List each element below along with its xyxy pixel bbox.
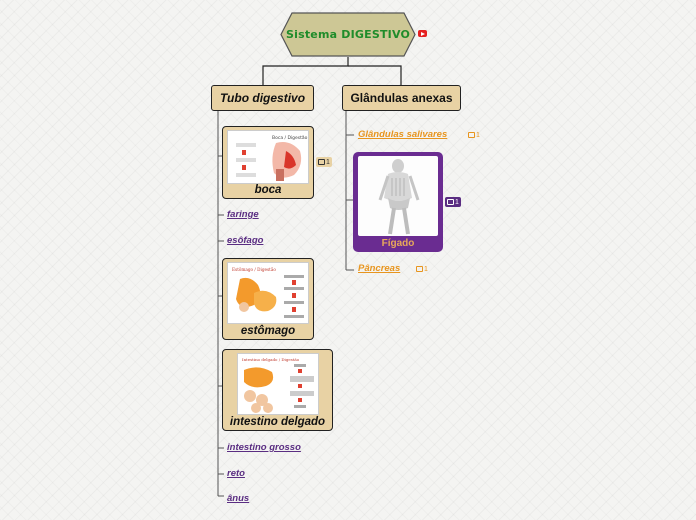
leaf-glandulas-salivares[interactable]: Glândulas salivares [358,129,448,140]
branch-tubo-digestivo[interactable]: Tubo digestivo [211,85,314,111]
branch-tubo-label: Tubo digestivo [219,91,306,105]
root-node[interactable]: Sistema DIGESTIVO [280,12,416,57]
pancreas-comment-badge[interactable]: 1 [414,264,430,274]
intestino-delgado-image-title: Intestino delgado / Digestão [242,357,300,362]
leaf-anus[interactable]: ânus [227,493,250,504]
comment-icon [318,159,325,165]
comment-icon [468,132,475,138]
boca-image-title: Boca / Digestão [272,135,308,141]
boca-image: Boca / Digestão [227,130,309,184]
leaf-reto[interactable]: reto [227,468,245,479]
leaf-faringe[interactable]: faringe [227,209,259,220]
leaf-intestino-grosso[interactable]: intestino grosso [227,442,301,453]
estomago-image: Estômago / Digestão [227,262,309,324]
node-figado[interactable]: Fígado [353,152,443,252]
node-boca[interactable]: Boca / Digestão boca [222,126,314,199]
figado-comment-badge[interactable]: 1 [445,197,461,207]
node-estomago[interactable]: Estômago / Digestão estômago [222,258,314,340]
intestino-delgado-image: Intestino delgado / Digestão [237,353,319,415]
youtube-icon[interactable] [418,30,427,37]
branch-glandulas-anexas[interactable]: Glândulas anexas [342,85,461,111]
leaf-esofago[interactable]: esôfago [227,235,264,246]
leaf-pancreas[interactable]: Pâncreas [358,263,401,274]
salivares-comment-badge[interactable]: 1 [466,130,482,140]
branch-glandulas-label: Glândulas anexas [350,91,453,105]
figado-label: Fígado [381,238,415,249]
root-title: Sistema DIGESTIVO [285,28,411,41]
comment-icon [447,199,454,205]
node-intestino-delgado[interactable]: Intestino delgado / Digestão intestino d… [222,349,333,431]
intestino-delgado-label: intestino delgado [229,416,326,428]
estomago-image-title: Estômago / Digestão [232,267,276,272]
estomago-label: estômago [240,325,296,337]
boca-comment-badge[interactable]: 1 [316,157,332,167]
figado-image [358,156,438,236]
boca-label: boca [254,184,282,196]
comment-icon [416,266,423,272]
root-shape [280,12,416,57]
